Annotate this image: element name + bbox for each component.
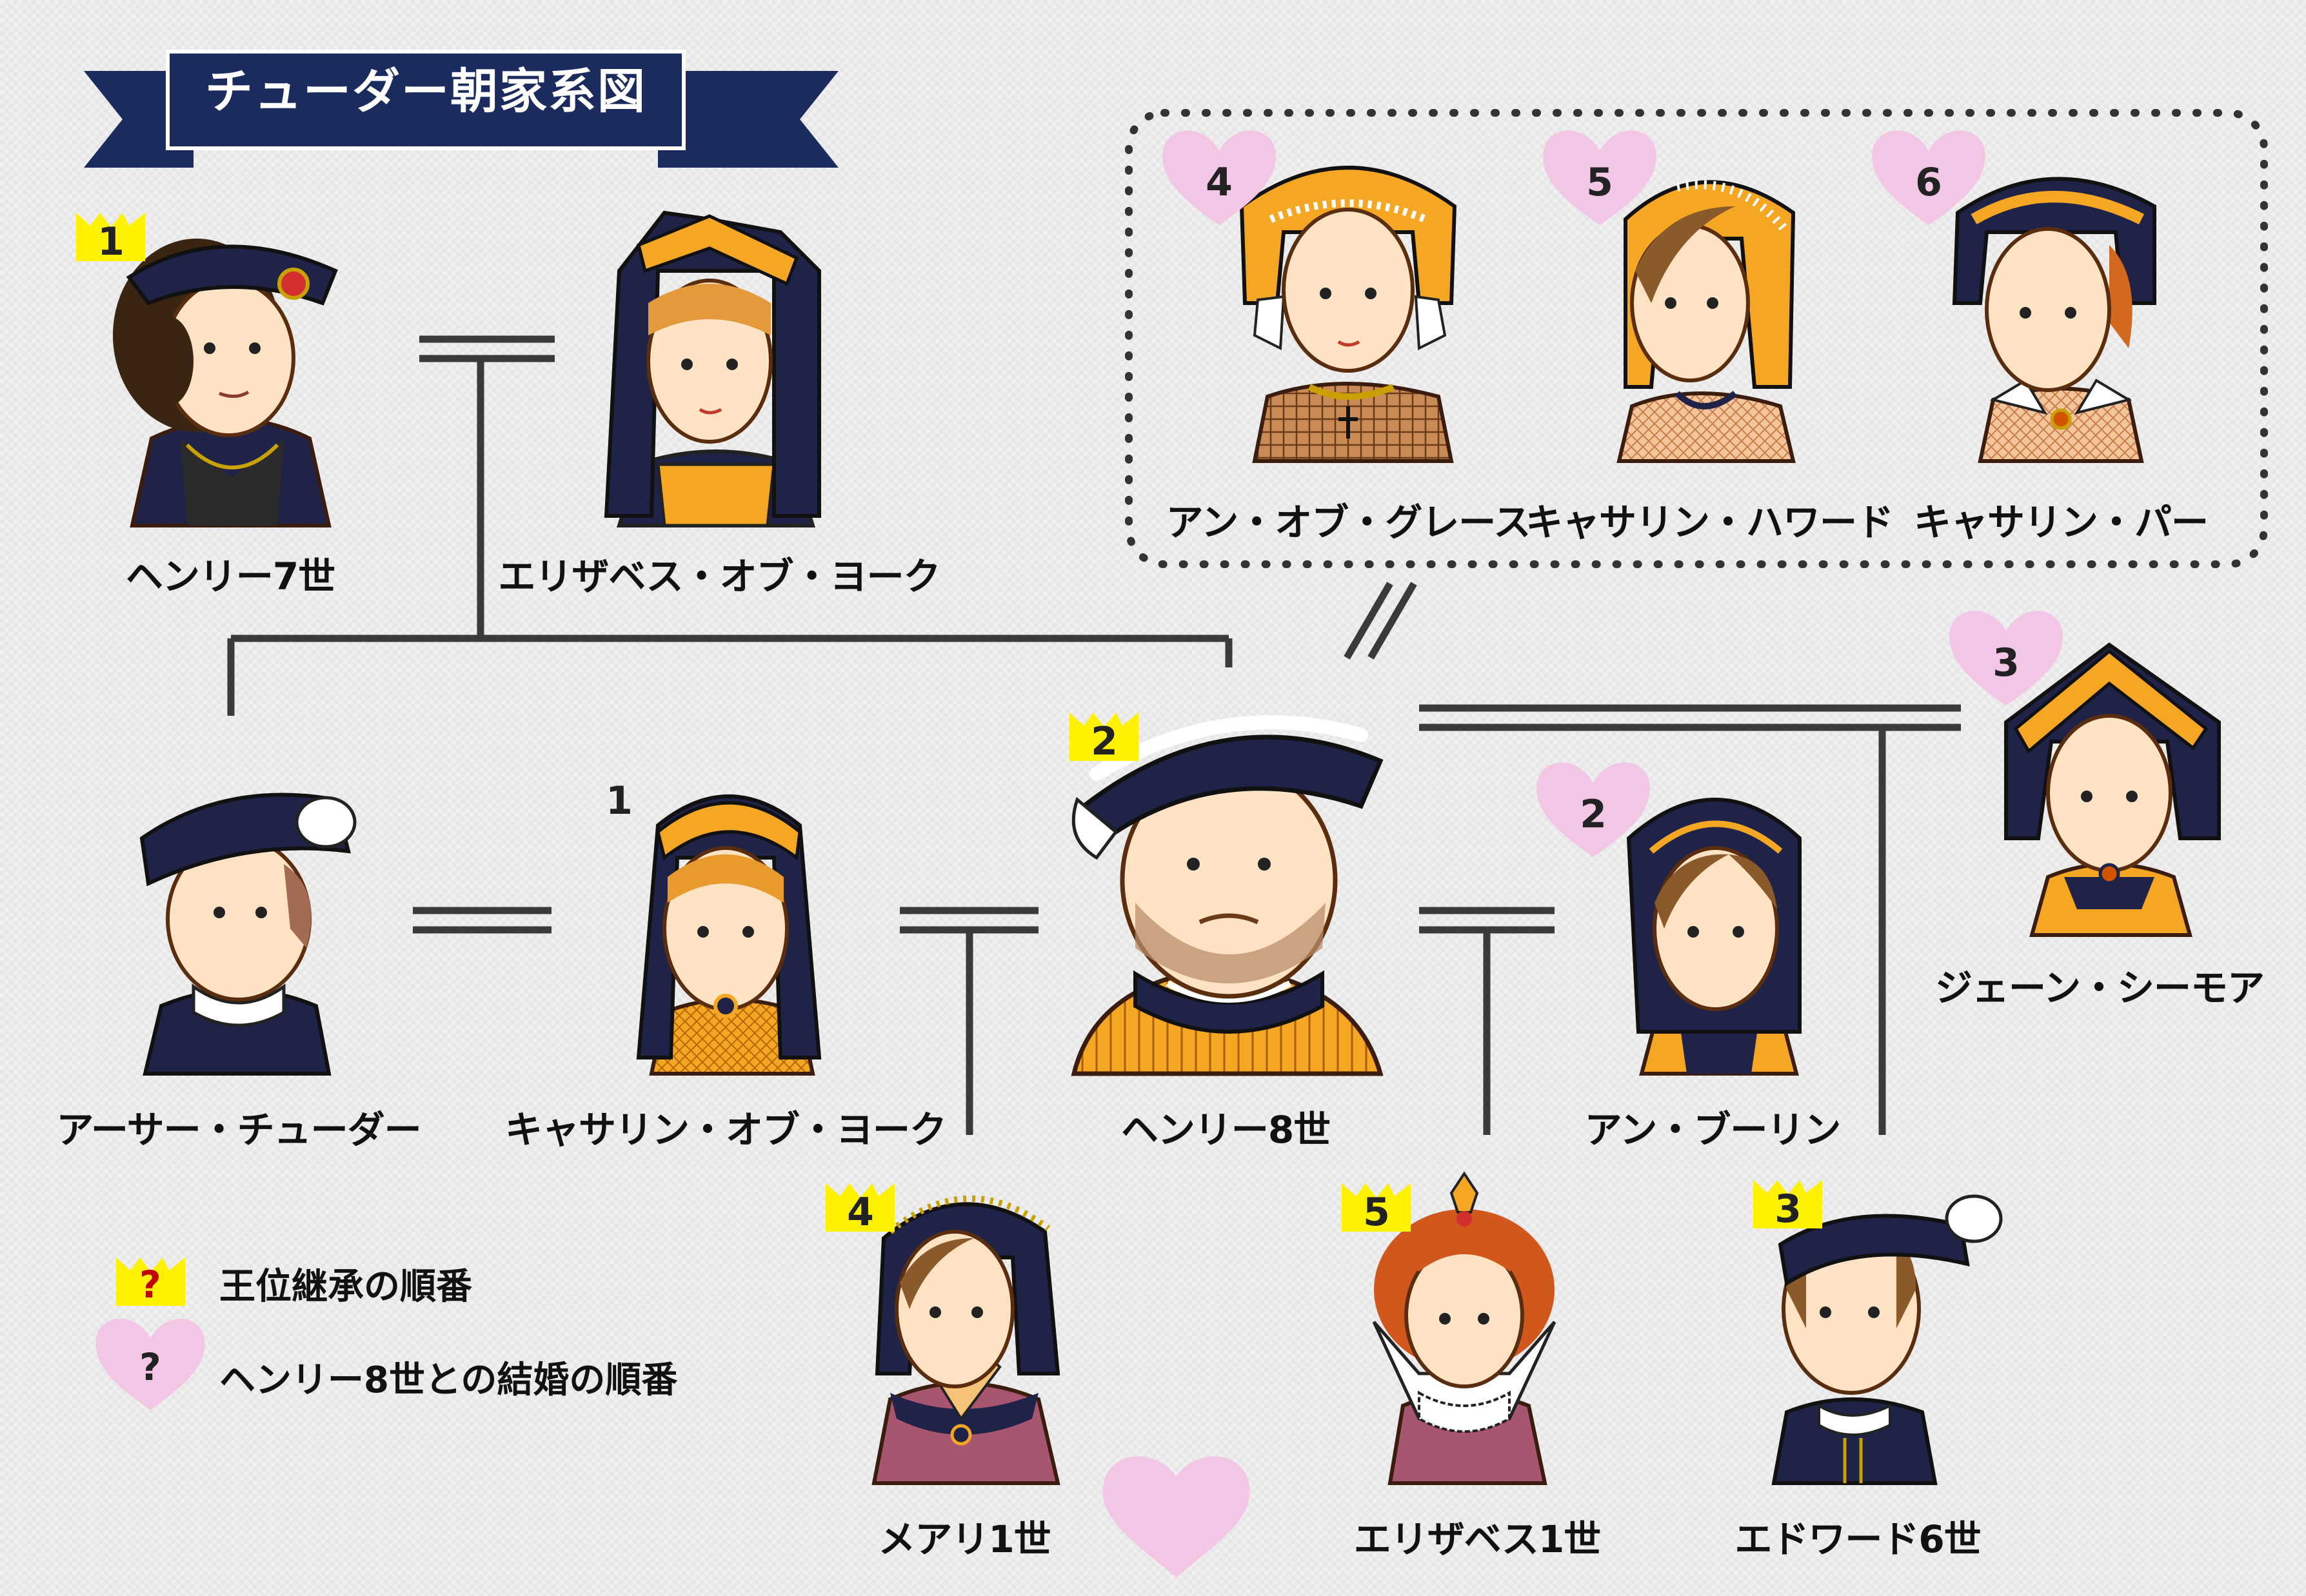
portrait-catherine-aragon [636, 794, 822, 1076]
portrait-anne-boleyn [1626, 798, 1802, 1076]
tree-lines [227, 335, 1961, 1135]
banner-ribbon-right [658, 71, 839, 168]
portrait-edward6 [1771, 1194, 2003, 1485]
portrait-anne-cleves [1239, 166, 1457, 463]
name-catherine-aragon: キャサリン・オブ・ヨーク [504, 1108, 947, 1152]
heart-icon [1543, 130, 1656, 226]
heart-icon [1162, 130, 1276, 226]
svg-text:2: 2 [1091, 719, 1118, 764]
name-arthur: アーサー・チューダー [56, 1108, 421, 1152]
crown-badge-elizabeth1: 5 [1342, 1183, 1411, 1235]
svg-text:5: 5 [1586, 160, 1613, 205]
svg-text:?: ? [139, 1263, 161, 1306]
name-jane-seymour: ジェーン・シーモア [1934, 966, 2265, 1010]
svg-text:?: ? [139, 1345, 161, 1389]
heart-badge-catherine-howard: 5 [1543, 130, 1656, 226]
heart-badge-catherine-aragon: 1 [606, 778, 1250, 1578]
legend: ? ? [95, 1257, 205, 1410]
legend-heart-label: ヘンリー8世との結婚の順番 [219, 1359, 678, 1401]
portrait-catherine-howard [1616, 180, 1796, 463]
name-mary1: メアリ1世 [878, 1517, 1051, 1561]
banner-body [166, 50, 686, 150]
heart-icon [1949, 611, 2063, 706]
heart-badge-catherine-parr: 6 [1872, 130, 1985, 226]
portrait-elizabeth-york [604, 210, 821, 527]
name-elizabeth-york: エリザベス・オブ・ヨーク [498, 555, 940, 598]
legend-crown-icon [116, 1257, 185, 1306]
crown-badge-mary1: 4 [826, 1183, 895, 1235]
svg-text:4: 4 [847, 1190, 874, 1235]
page-title: チューダー朝家系図 [205, 64, 646, 119]
crown-badge-edward6: 3 [1753, 1180, 1822, 1232]
heart-badge-jane-seymour: 3 [1949, 611, 2063, 706]
crown-icon [1753, 1180, 1822, 1228]
marriage-catherine-henry8 [900, 907, 1039, 934]
name-anne-boleyn: アン・ブーリン [1584, 1108, 1842, 1152]
portrait-catherine-parr [1952, 177, 2156, 463]
name-henry7: ヘンリー7世 [125, 555, 335, 598]
descent-henry7-children [227, 359, 1233, 716]
marriage-henry8-jane [1419, 704, 1961, 731]
name-henry8: ヘンリー8世 [1120, 1108, 1331, 1152]
legend-heart-icon [95, 1319, 205, 1410]
name-catherine-howard: キャサリン・ハワード [1525, 500, 1894, 544]
svg-text:3: 3 [1993, 640, 2020, 685]
heart-icon [1102, 1456, 1250, 1578]
later-wives-frame [1125, 109, 2268, 568]
portrait-arthur [139, 793, 357, 1076]
crown-icon [826, 1183, 895, 1232]
portrait-mary1 [871, 1195, 1060, 1485]
portrait-henry7 [113, 239, 338, 527]
name-elizabeth1: エリザベス1世 [1353, 1517, 1602, 1561]
marriage-henry7-elizabeth [419, 335, 555, 362]
svg-text:1: 1 [606, 778, 633, 823]
svg-text:3: 3 [1774, 1187, 1802, 1232]
heart-icon [1536, 762, 1650, 858]
portrait-henry8 [1071, 715, 1384, 1076]
legend-crown-label: 王位継承の順番 [219, 1266, 472, 1308]
heart-badge-anne-boleyn: 2 [1536, 762, 1650, 858]
svg-text:1: 1 [97, 219, 124, 264]
crown-icon [76, 213, 145, 261]
name-catherine-parr: キャサリン・パー [1913, 500, 2209, 544]
marriage-henry8-later-wives [1344, 582, 1417, 660]
portrait-elizabeth1 [1372, 1171, 1556, 1485]
crown-icon [1342, 1183, 1411, 1232]
heart-icon [1872, 130, 1985, 226]
svg-text:2: 2 [1580, 792, 1607, 837]
crown-icon [1069, 713, 1138, 761]
heart-badge-anne-cleves: 4 [1162, 130, 1276, 226]
svg-text:5: 5 [1363, 1190, 1390, 1235]
crown-badge-henry8: 2 [1069, 713, 1138, 764]
svg-text:6: 6 [1915, 160, 1942, 205]
title-banner [84, 50, 839, 168]
crown-badge-henry7: 1 [76, 213, 145, 264]
name-anne-cleves: アン・オブ・グレース [1166, 500, 1531, 544]
marriage-arthur-catherine [413, 907, 552, 934]
svg-text:4: 4 [1206, 160, 1233, 205]
portrait-jane-seymour [2004, 642, 2221, 937]
marriage-henry8-anne-boleyn [1419, 907, 1555, 934]
name-edward6: エドワード6世 [1734, 1517, 1981, 1561]
